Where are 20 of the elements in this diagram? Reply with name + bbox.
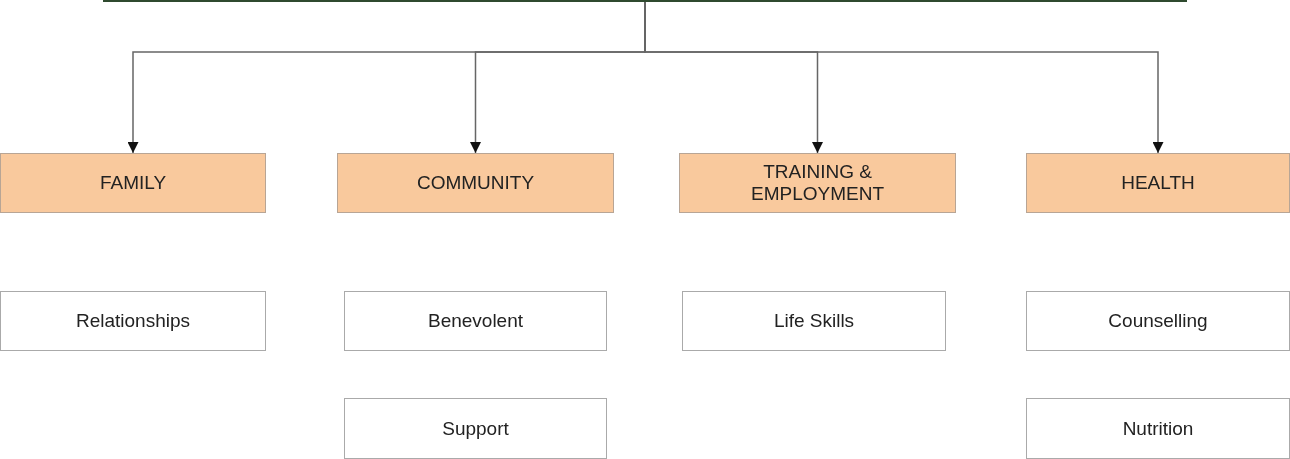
box-label: Relationships — [74, 310, 192, 332]
item-box — [682, 291, 946, 351]
category-box — [0, 153, 266, 213]
category-box — [337, 153, 614, 213]
box-label: Support — [441, 417, 510, 440]
item-box — [1026, 291, 1290, 351]
category-box — [679, 153, 956, 213]
box-label: Counselling — [1107, 310, 1209, 332]
box-label: TRAINING & EMPLOYMENT — [750, 161, 885, 205]
box-label: Nutrition — [1121, 417, 1195, 440]
box-label: Benevolent — [426, 310, 525, 332]
box-label: HEALTH — [1120, 172, 1196, 194]
category-box — [1026, 153, 1290, 213]
box-label: FAMILY — [98, 172, 168, 194]
item-box — [0, 291, 266, 351]
box-label: COMMUNITY — [415, 172, 536, 194]
item-box — [1026, 398, 1290, 459]
box-label: Life Skills — [772, 310, 856, 332]
item-box — [344, 291, 607, 351]
item-box — [344, 398, 607, 459]
